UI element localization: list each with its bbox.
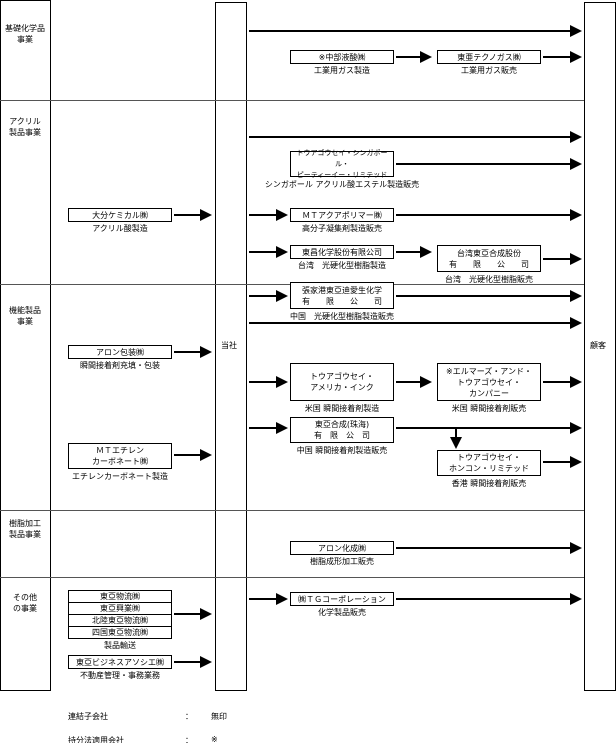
segment-acrylic: アクリル 製品事業 — [9, 117, 41, 137]
company-desc: シンガポール アクリル酸エステル製造販売 — [264, 180, 420, 189]
company-desc: 米国 瞬間接着剤販売 — [451, 404, 527, 413]
customer-label: 顧客 — [590, 341, 606, 350]
company-box-singapore: トウアゴウセイ・シンガポール・ ピーティーイー・リミテッド — [290, 149, 394, 179]
company-desc: 樹脂成形加工販売 — [310, 557, 374, 566]
company-box-zhangjiagang: 張家港東亞迪愛生化学 有 限 公 司 — [290, 282, 394, 309]
company-box-zhuhai: 東亞合成(珠海) 有 限 公 司 — [290, 417, 394, 443]
company-box-tosho: 東昌化学股份有限公司 — [290, 245, 394, 259]
company-box-elmers: ※エルマーズ・アンド・ トウアゴウセイ・ カンパニー — [437, 363, 541, 401]
company-column — [215, 2, 247, 691]
company-box-oita: 大分ケミカル㈱ — [68, 208, 172, 222]
company-box-business-associe: 東亞ビジネスアソシエ㈱ — [68, 655, 172, 669]
company-desc: アクリル酸製造 — [92, 224, 148, 233]
company-box-toagosei-america: トウアゴウセイ・ アメリカ・インク — [290, 363, 394, 401]
company-desc: 中国 光硬化型樹脂製造販売 — [290, 312, 394, 321]
segment-functional: 機能製品 事業 — [9, 306, 41, 326]
company-box-techno-gas: 東亜テクノガス㈱ — [437, 50, 541, 64]
legend-equity-label: 持分法適用会社 — [68, 736, 124, 743]
company-desc: 工業用ガス販売 — [461, 66, 517, 75]
company-desc: 米国 瞬間接着剤製造 — [304, 404, 380, 413]
legend-separator: ： — [185, 712, 193, 721]
company-desc: 香港 瞬間接着剤販売 — [451, 479, 527, 488]
segment-other: その他 の事業 — [13, 593, 37, 613]
legend-consolidated-mark: 無印 — [211, 712, 227, 721]
company-desc: 不動産管理・事務業務 — [80, 671, 160, 680]
company-desc: 製品輸送 — [104, 641, 136, 650]
company-label: 当社 — [221, 341, 237, 350]
segment-column — [0, 0, 51, 691]
legend-equity-mark: ※ — [211, 735, 218, 743]
company-box-toagosei-hongkong: トウアゴウセイ・ ホンコン・リミテッド — [437, 450, 541, 476]
company-box-tg-corporation: ㈱ＴＧコーポレーション — [290, 592, 394, 606]
company-desc: 台湾 光硬化型樹脂販売 — [445, 275, 533, 284]
legend-separator: ： — [185, 736, 193, 743]
segment-basic-chemicals: 基礎化学品 事業 — [5, 24, 45, 44]
company-desc: 台湾 光硬化型樹脂製造 — [298, 261, 386, 270]
company-box-chubu: ※中部液酸㈱ — [290, 50, 394, 64]
row-divider — [0, 577, 584, 578]
company-box-taiwan-toagosei: 台湾東亞合成股份 有 限 公 司 — [437, 245, 541, 272]
company-desc: 工業用ガス製造 — [314, 66, 370, 75]
company-box-aron-hoso: アロン包装㈱ — [68, 345, 172, 359]
company-box-shikoku-logistics: 四国東亞物流㈱ — [68, 626, 172, 639]
company-desc: エチレンカーボネート製造 — [72, 472, 168, 481]
segment-resin: 樹脂加工 製品事業 — [9, 519, 41, 539]
row-divider — [0, 100, 584, 101]
company-desc: 瞬間接着剤充填・包装 — [80, 361, 160, 370]
company-desc: 化学製品販売 — [318, 608, 366, 617]
row-divider — [0, 510, 584, 511]
company-box-aron-kasei: アロン化成㈱ — [290, 541, 394, 555]
company-desc: 高分子凝集剤製造販売 — [302, 224, 382, 233]
company-box-mt-ethylene-carbonate: ＭＴエチレン カーボネート㈱ — [68, 443, 172, 469]
legend-consolidated-label: 連結子会社 — [68, 712, 108, 721]
company-desc: 中国 瞬間接着剤製造販売 — [296, 446, 388, 455]
company-box-mt-aquapolymer: ＭＴアクアポリマー㈱ — [290, 208, 394, 222]
